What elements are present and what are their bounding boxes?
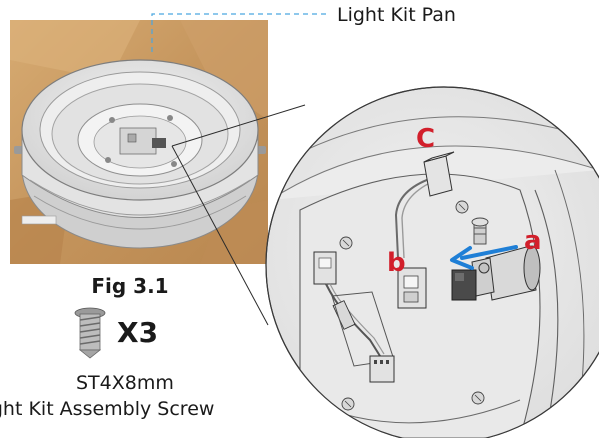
insertion-arrow (450, 245, 518, 270)
label-leader-line (151, 13, 330, 52)
connector-b (397, 267, 427, 309)
wire-harness (313, 251, 395, 383)
detail-zoom (265, 86, 599, 442)
callout-a: a (524, 226, 542, 256)
mounting-screw (471, 217, 489, 245)
callout-b: b (387, 248, 406, 278)
zoom-projection-line (171, 104, 306, 147)
connector-c (423, 151, 455, 197)
callout-c: C (416, 124, 436, 154)
terminal-a (451, 245, 541, 301)
screw-icon (74, 307, 106, 359)
figure-caption: Fig 3.1 (91, 274, 169, 298)
screw-name: Light Kit Assembly Screw (0, 398, 215, 420)
overview-image (10, 20, 268, 264)
zoom-projection-line (171, 145, 269, 326)
screw-quantity: X3 (117, 316, 159, 349)
screw-size: ST4X8mm (76, 372, 174, 394)
light-kit-pan-label: Light Kit Pan (337, 4, 456, 26)
